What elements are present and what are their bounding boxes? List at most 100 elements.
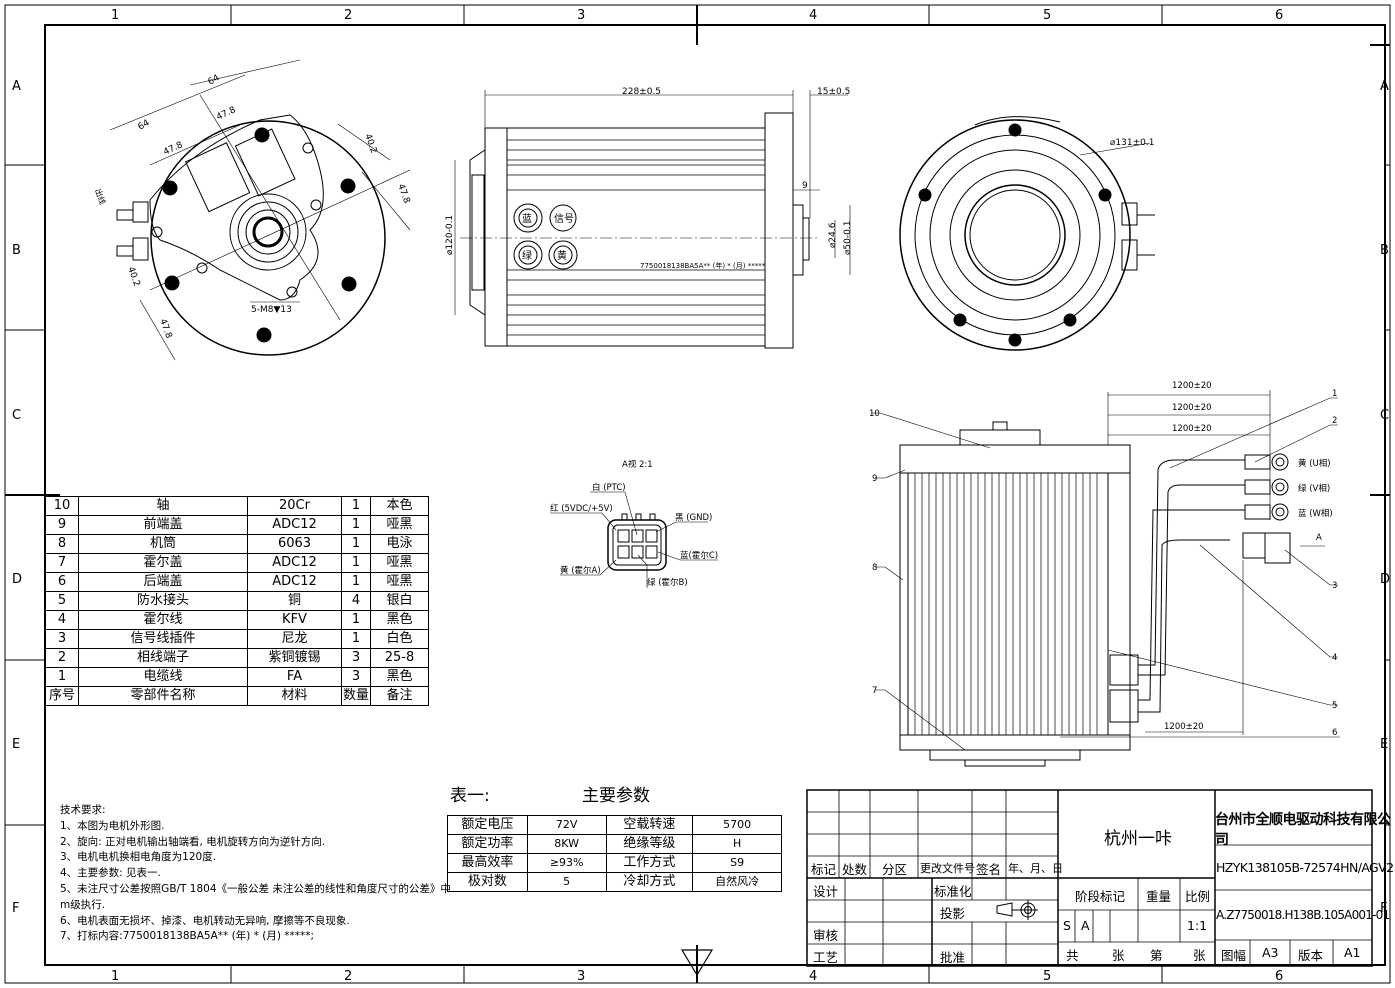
zone-row-f: F: [12, 901, 19, 916]
pin-hall-c: 蓝(霍尔C): [680, 550, 718, 561]
table-cell: 极对数: [447, 872, 528, 892]
table-cell: 8KW: [526, 834, 607, 854]
header-remark: 备注: [370, 686, 429, 706]
zone-row-d: D: [12, 572, 22, 587]
table-cell: 自然风冷: [692, 872, 782, 892]
zone-col-3: 3: [577, 8, 585, 23]
zone-row-d-right: D: [1380, 572, 1390, 587]
header-name: 零部件名称: [78, 686, 248, 706]
end-view: [899, 116, 1155, 351]
dim-cable-4: 1200±20: [1164, 722, 1204, 732]
zone-col-1: 1: [111, 8, 119, 23]
tech-item: 4、主要参数: 见表一.: [60, 867, 161, 880]
tech-item: 5、未注尺寸公差按照GB/T 1804《一般公差 未注公差的线性和角度尺寸的公差…: [60, 882, 451, 895]
zone-col-1-bottom: 1: [111, 969, 119, 984]
dim-pilot-dia: ⌀50-0.1: [843, 221, 853, 255]
label-sheets: 张: [1112, 948, 1125, 963]
zone-col-5: 5: [1043, 8, 1051, 23]
side-view: [454, 90, 851, 349]
header-material: 材料: [247, 686, 342, 706]
rev-header-count: 处数: [842, 862, 868, 877]
zone-row-c: C: [12, 408, 21, 423]
table-cell: 黑色: [370, 610, 429, 630]
zone-col-2: 2: [344, 8, 352, 23]
dim-shaft-length: 15±0.5: [817, 87, 850, 97]
balloon-3: 3: [1332, 581, 1337, 591]
zone-col-6: 6: [1275, 8, 1283, 23]
label-weight: 重量: [1146, 889, 1172, 904]
zone-col-5-bottom: 5: [1043, 969, 1051, 984]
dim-shaft-dia: ⌀24.6: [828, 222, 838, 248]
tech-item: 7、打标内容:7750018138BA5A** (年) * (月) *****;: [60, 930, 315, 943]
drawing-number: A.Z7750018.H138B.105A001-01: [1216, 908, 1390, 922]
sheet-frame: [4, 4, 1391, 984]
table-cell: 5: [526, 872, 607, 892]
table-cell: 电泳: [370, 534, 429, 554]
table-cell: 额定电压: [447, 815, 528, 835]
zone-row-e: E: [12, 737, 20, 752]
table-cell: ADC12: [247, 553, 342, 573]
model-number: HZYK138105B-72574HN/AGV2: [1216, 860, 1394, 875]
zone-row-a: A: [12, 79, 21, 94]
rev-header-sign: 签名: [976, 862, 1002, 877]
dim-length: 228±0.5: [622, 87, 661, 97]
balloon-6: 6: [1332, 728, 1337, 738]
label-standardization: 标准化: [934, 884, 972, 899]
table-cell: 机筒: [78, 534, 248, 554]
pin-hall-b: 绿 (霍尔B): [647, 577, 688, 588]
table-cell: 20Cr: [247, 496, 342, 516]
zone-row-b-right: B: [1380, 243, 1389, 258]
tech-title: 技术要求:: [60, 804, 106, 816]
balloon-5: 5: [1332, 701, 1337, 711]
dim-step: 9: [802, 181, 808, 191]
table-cell: 前端盖: [78, 515, 248, 535]
zone-row-c-right: C: [1380, 408, 1389, 423]
balloon-7: 7: [872, 686, 877, 696]
scale-value: 1:1: [1187, 918, 1208, 933]
gland-yellow-label: 黄: [557, 249, 567, 262]
table-cell: S9: [692, 853, 782, 873]
stage-a: A: [1081, 918, 1090, 933]
rev-header-zone: 分区: [882, 862, 908, 877]
label-process: 工艺: [813, 950, 839, 965]
table-cell: 72V: [526, 815, 607, 835]
dim-housing-dia: ⌀120-0.1: [445, 215, 455, 255]
dim-cable-1: 1200±20: [1172, 381, 1212, 391]
zone-row-e-right: E: [1380, 737, 1388, 752]
label-review: 审核: [813, 928, 839, 943]
balloon-2: 2: [1332, 416, 1337, 426]
table-cell: 5700: [692, 815, 782, 835]
label-approve: 批准: [940, 950, 966, 965]
format-value: A3: [1262, 945, 1279, 960]
dim-end-dia: ⌀131±0.1: [1110, 138, 1154, 148]
pin-5v: 红 (5VDC/+5V): [550, 503, 613, 514]
zone-col-6-bottom: 6: [1275, 969, 1283, 984]
tech-item: 1、本图为电机外形图.: [60, 819, 165, 832]
dim-cable-3: 1200±20: [1172, 424, 1212, 434]
balloon-10: 10: [869, 409, 880, 419]
front-view: [109, 59, 411, 361]
parts-table-header: 序号零部件名称材料数量备注: [45, 686, 429, 706]
zone-col-2-bottom: 2: [344, 969, 352, 984]
table-cell: 哑黑: [370, 515, 429, 535]
label-scale: 比例: [1185, 889, 1211, 904]
tech-item: 3、电机电机换相电角度为120度.: [60, 851, 217, 864]
table-cell: 防水接头: [78, 591, 248, 611]
label-design: 设计: [813, 884, 839, 899]
body-marking: 7750018138BA5A** (年) * (月) *****: [640, 261, 766, 270]
rev-header-doc: 更改文件号: [920, 862, 975, 875]
pin-hall-a: 黄 (霍尔A): [560, 565, 601, 576]
view-a-arrow-label: A: [1316, 533, 1322, 543]
params-title: 主要参数: [582, 786, 650, 806]
pin-gnd: 黑 (GND): [675, 513, 712, 523]
phase-v-label: 绿 (V相): [1298, 483, 1330, 494]
